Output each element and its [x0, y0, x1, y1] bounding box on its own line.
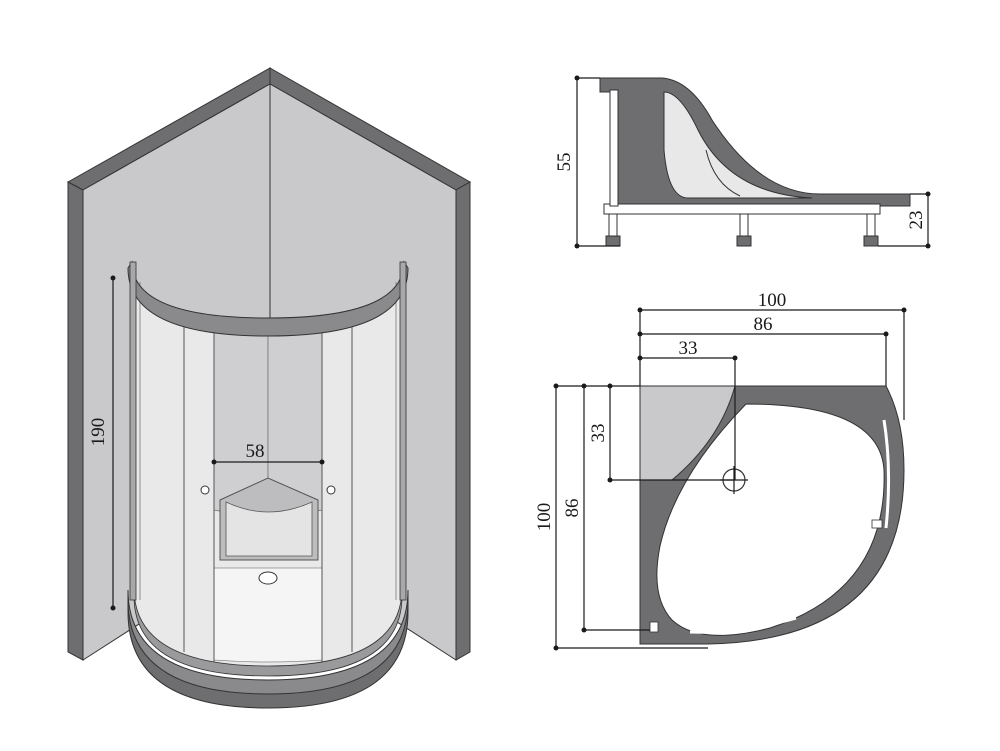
dimension-left-depth-100: 100 — [534, 383, 708, 651]
dimension-left-depth-86: 86 — [562, 383, 650, 633]
dimension-label-left-86: 86 — [562, 499, 583, 518]
drain-hole — [258, 571, 278, 585]
top-edge-clip-1 — [871, 519, 883, 529]
corner-seat-face — [225, 501, 313, 557]
dimension-label-190: 190 — [88, 418, 109, 447]
top-frame-rail — [127, 260, 409, 337]
top-edge-slot-right — [882, 419, 891, 529]
side-leg-3 — [863, 213, 879, 247]
dimension-height-55: 55 — [554, 75, 620, 249]
dimension-label-top-33: 33 — [679, 338, 698, 359]
dimension-label-left-100: 100 — [534, 503, 555, 532]
side-tray-curve-detail — [705, 149, 741, 197]
right-post — [399, 261, 407, 601]
top-inner-basin — [656, 403, 885, 636]
side-leg-2 — [736, 213, 752, 247]
right-door-handle — [326, 485, 336, 495]
left-wall-side-edge — [67, 181, 84, 661]
isometric-view: 190 58 — [66, 67, 472, 709]
dimension-label-top-86: 86 — [754, 314, 773, 335]
right-wall-side-edge — [455, 181, 471, 661]
dimension-top-width-86: 86 — [637, 314, 889, 386]
side-back-support — [609, 89, 619, 207]
left-door-handle — [200, 485, 210, 495]
side-support-frame — [603, 203, 881, 215]
dimension-height-23: 23 — [878, 191, 931, 249]
top-edge-clip-2 — [649, 621, 659, 633]
dimension-top-width-100: 100 — [637, 290, 907, 420]
dimension-width-58: 58 — [211, 441, 325, 465]
shower-tray-top — [127, 589, 409, 695]
dimension-label-top-100: 100 — [758, 290, 787, 311]
dimension-left-depth-33: 33 — [588, 383, 734, 483]
dimension-label-23: 23 — [906, 211, 927, 230]
dimension-top-width-33: 33 — [637, 338, 738, 480]
dimension-label-55: 55 — [554, 153, 575, 172]
side-view: 55 23 — [554, 75, 931, 249]
left-post — [129, 261, 137, 601]
side-tray-inner — [663, 91, 813, 199]
side-leg-1 — [605, 213, 621, 247]
top-view: 100 86 33 100 — [534, 290, 907, 651]
dimension-label-58: 58 — [246, 441, 265, 462]
dimension-label-left-33: 33 — [588, 424, 609, 443]
top-edge-slot-bottom — [689, 616, 797, 634]
dimension-height-190: 190 — [88, 275, 116, 611]
